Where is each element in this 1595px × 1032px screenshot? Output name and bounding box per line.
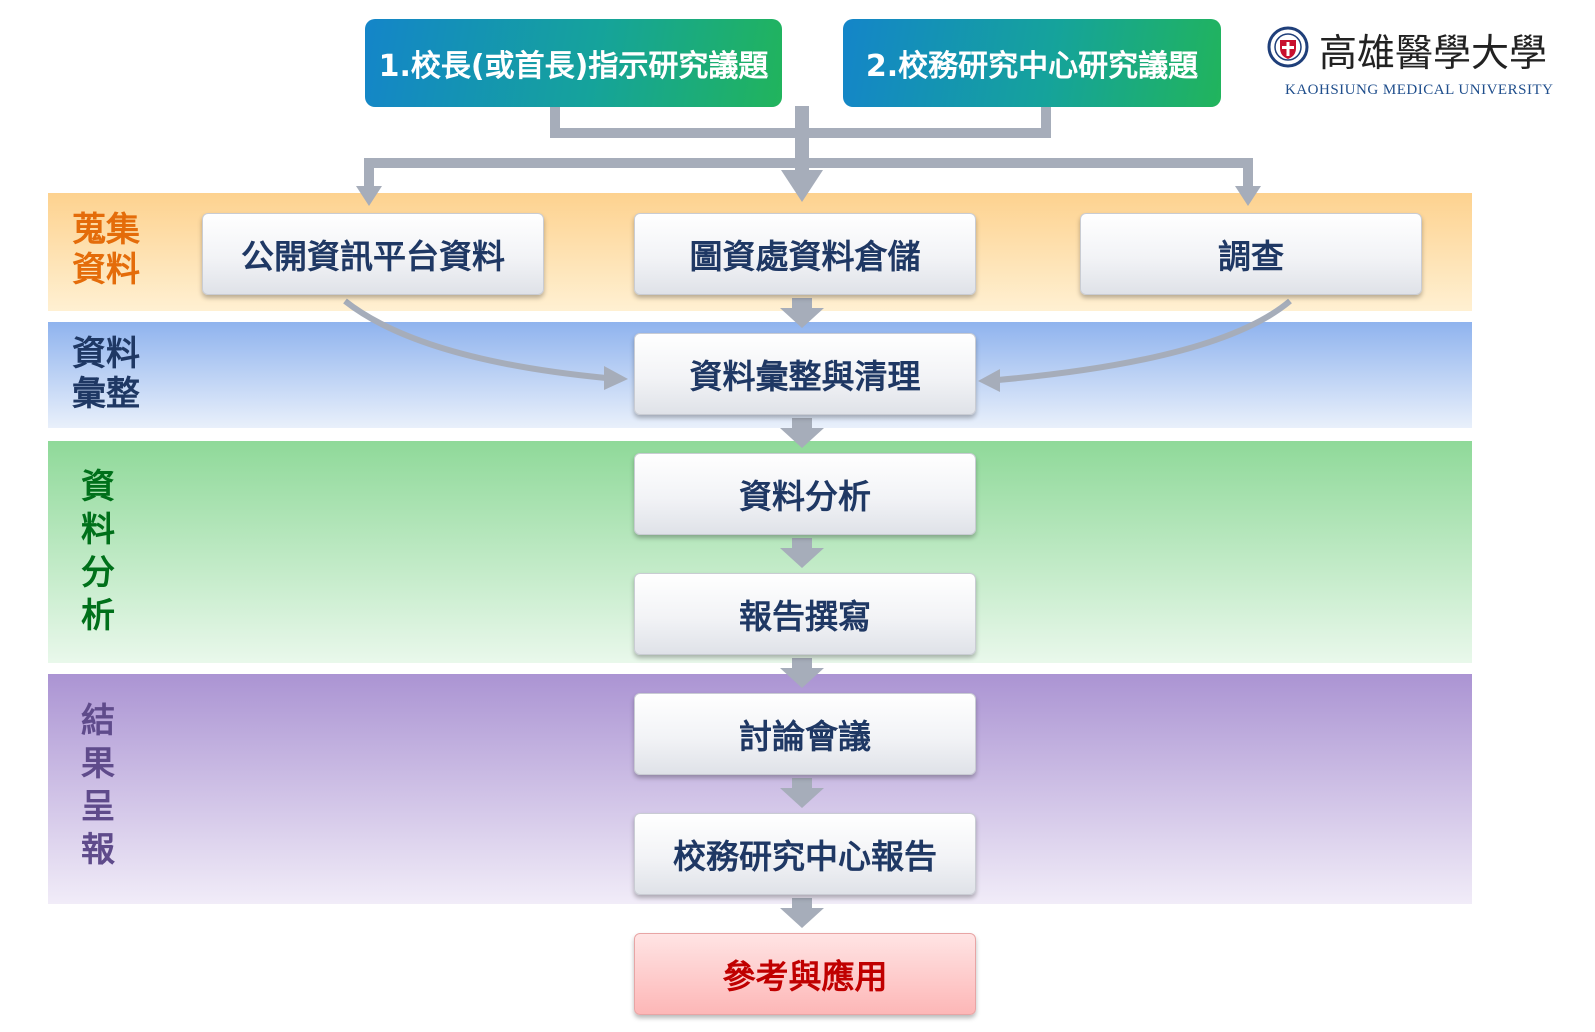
stage-label-result: 結果呈報 — [81, 701, 115, 870]
university-seal-icon — [1267, 26, 1309, 68]
topic-president-label: 1.校長(或首長)指示研究議題 — [378, 49, 769, 84]
stage-label-integrate: 資料彙整 — [72, 334, 140, 414]
step-write-box: 報告撰寫 — [634, 573, 976, 655]
stage-label-collect: 蒐集資料 — [72, 210, 140, 290]
university-name-en: KAOHSIUNG MEDICAL UNIVERSITY — [1285, 82, 1554, 98]
step-apply-box: 參考與應用 — [634, 933, 976, 1015]
step-discuss-label: 討論會議 — [739, 717, 871, 756]
source-open-data-box: 公開資訊平台資料 — [202, 213, 544, 295]
source-survey-label: 調查 — [1218, 237, 1284, 276]
topic-president-box: 1.校長(或首長)指示研究議題 — [365, 19, 782, 107]
source-open-data-label: 公開資訊平台資料 — [241, 237, 505, 276]
university-logo: 高雄醫學大學 KAOHSIUNG MEDICAL UNIVERSITY — [1267, 22, 1577, 102]
university-name-zh: 高雄醫學大學 — [1319, 31, 1548, 75]
step-discuss-box: 討論會議 — [634, 693, 976, 775]
step-apply-label: 參考與應用 — [722, 957, 888, 996]
topic-center-label: 2.校務研究中心研究議題 — [865, 49, 1199, 84]
source-data-warehouse-box: 圖資處資料倉儲 — [634, 213, 976, 295]
step-analyze-box: 資料分析 — [634, 453, 976, 535]
topic-center-box: 2.校務研究中心研究議題 — [843, 19, 1221, 107]
step-report-label: 校務研究中心報告 — [673, 837, 937, 876]
step-analyze-label: 資料分析 — [739, 477, 871, 516]
source-data-warehouse-label: 圖資處資料倉儲 — [689, 237, 921, 276]
step-integrate-box: 資料彙整與清理 — [634, 333, 976, 415]
step-report-box: 校務研究中心報告 — [634, 813, 976, 895]
stage-label-analyze: 資料分析 — [81, 467, 115, 636]
source-survey-box: 調查 — [1080, 213, 1422, 295]
step-write-label: 報告撰寫 — [739, 597, 871, 636]
step-integrate-label: 資料彙整與清理 — [689, 357, 921, 396]
